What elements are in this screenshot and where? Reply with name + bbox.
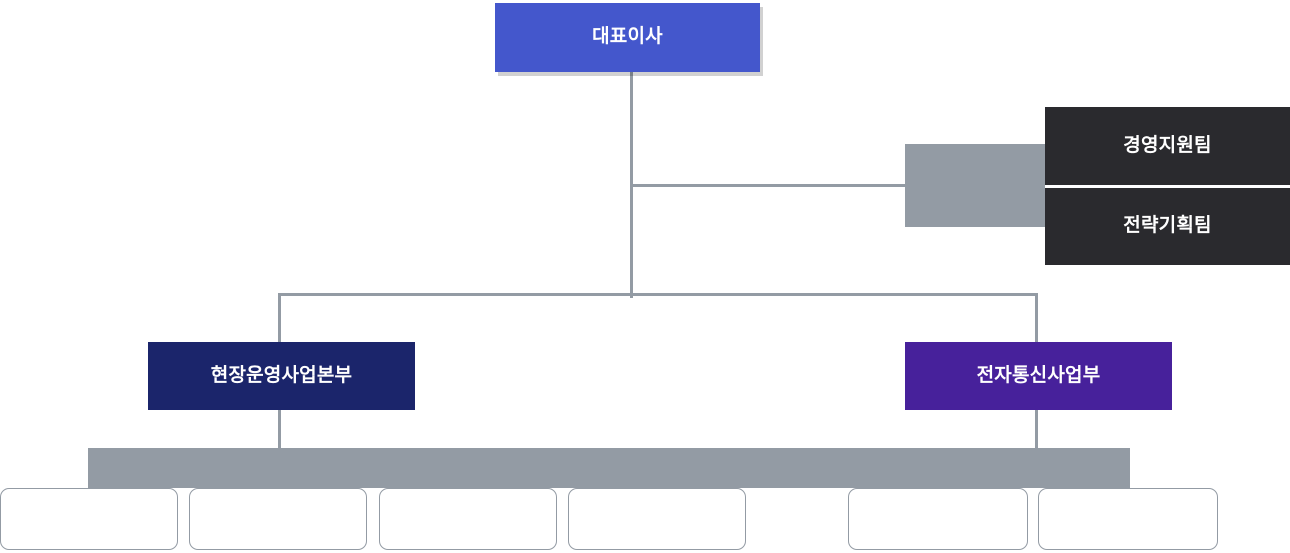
node-ceo-label: 대표이사 — [592, 26, 663, 48]
connector-staff-horizontal — [631, 184, 909, 187]
node-staff-management-support[interactable]: 경영지원팀 — [1045, 107, 1290, 185]
leaf-box-2[interactable] — [189, 488, 367, 550]
connector-navy-to-leafbar — [278, 409, 281, 451]
leaf-box-6[interactable] — [1038, 488, 1218, 550]
connector-division-right-drop — [1035, 293, 1038, 343]
node-division-field-operations[interactable]: 현장운영사업본부 — [148, 342, 415, 410]
leaf-box-1[interactable] — [0, 488, 178, 550]
leaf-distribution-bar — [88, 448, 1130, 488]
node-staff-strategic-planning-label: 전략기획팀 — [1123, 215, 1212, 237]
node-division-electronic-communications[interactable]: 전자통신사업부 — [905, 342, 1172, 410]
node-ceo[interactable]: 대표이사 — [495, 3, 760, 72]
leaf-box-4[interactable] — [568, 488, 746, 550]
connector-division-bar — [278, 293, 1038, 296]
staff-connector-block — [905, 144, 1045, 227]
leaf-box-5[interactable] — [848, 488, 1028, 550]
node-division-electronic-communications-label: 전자통신사업부 — [976, 364, 1101, 386]
node-division-field-operations-label: 현장운영사업본부 — [210, 364, 353, 386]
connector-purple-to-leafbar — [1035, 409, 1038, 451]
node-staff-management-support-label: 경영지원팀 — [1123, 134, 1212, 156]
node-staff-strategic-planning[interactable]: 전략기획팀 — [1045, 188, 1290, 265]
connector-division-left-drop — [278, 293, 281, 343]
leaf-box-3[interactable] — [379, 488, 557, 550]
